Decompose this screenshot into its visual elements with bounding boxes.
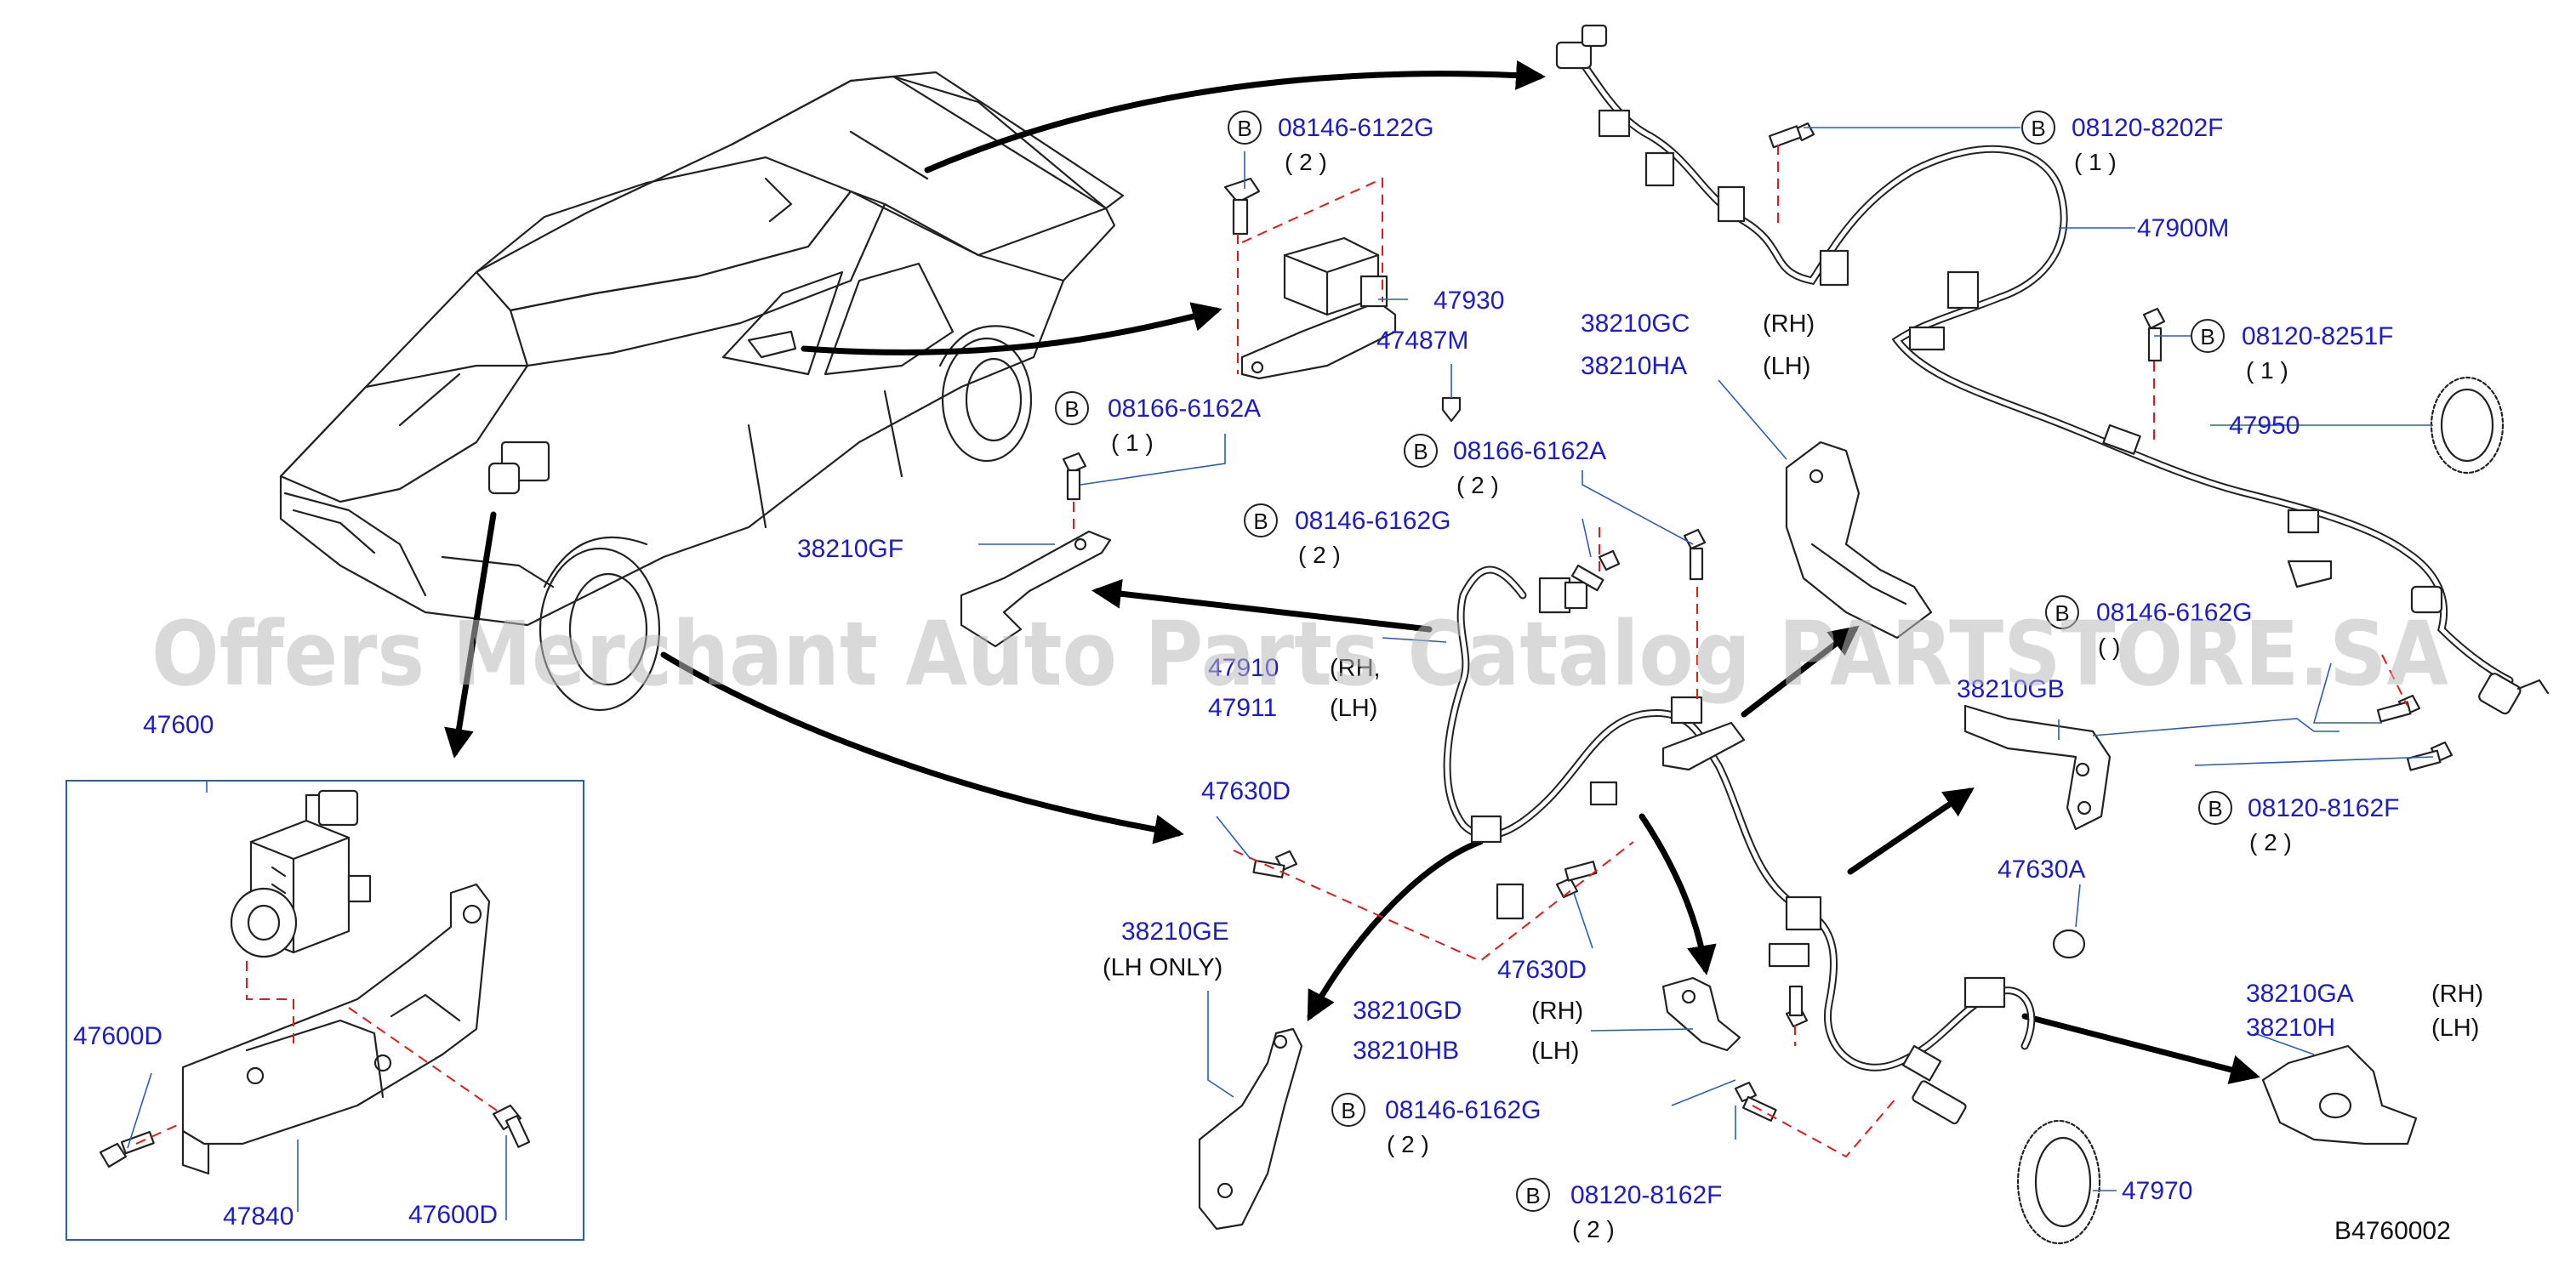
- label-38210gd: 38210GD: [1353, 997, 1462, 1025]
- label-08120-8251f: 08120-8251F: [2242, 322, 2393, 350]
- qty-08146-6162g-right: ( ): [2098, 634, 2120, 660]
- label-47910: 47910: [1208, 654, 1279, 682]
- bracket-38210gf: [960, 452, 1112, 648]
- svg-text:B: B: [1237, 116, 1251, 141]
- svg-text:B: B: [1413, 439, 1428, 464]
- label-47911: 47911: [1208, 694, 1277, 722]
- qty-08120-8162f-right: ( 2 ): [2249, 829, 2292, 856]
- side-38210ga: (RH): [2431, 981, 2483, 1008]
- bracket-38210gc: [1785, 441, 1933, 640]
- svg-text:B: B: [2200, 324, 2214, 350]
- part-labels: 47600 47600D 47600D 47840 08146-6122G ( …: [73, 114, 2483, 1242]
- label-08166-6162a-left: 08166-6162A: [1108, 395, 1261, 423]
- watermark: Offers Merchant Auto Parts Catalog PARTS…: [151, 602, 2448, 706]
- bracket-38210ge: [1198, 1027, 1303, 1231]
- tone-ring-47970: [2016, 1119, 2101, 1245]
- label-08146-6122g: 08146-6122G: [1278, 114, 1434, 142]
- qty-08166-6162a-left: ( 1 ): [1111, 429, 1154, 456]
- svg-text:B: B: [1525, 1183, 1540, 1208]
- side-38210gc: (RH): [1763, 310, 1815, 338]
- side-47911: (LH): [1330, 695, 1377, 722]
- pickup-truck-illustration: [279, 71, 1125, 712]
- diagram-id: B4760002: [2334, 1217, 2451, 1245]
- leader-lines: [127, 127, 2434, 1220]
- label-47970: 47970: [2122, 1177, 2192, 1205]
- qty-08166-6162a-right: ( 2 ): [1456, 472, 1499, 498]
- label-47930: 47930: [1433, 287, 1504, 315]
- svg-text:B: B: [2055, 600, 2069, 626]
- bracket-38210gd: [1661, 976, 1741, 1052]
- svg-text:B: B: [1253, 509, 1268, 534]
- label-47600d-left: 47600D: [73, 1022, 162, 1050]
- label-38210ge: 38210GE: [1121, 918, 1229, 946]
- side-38210h: (LH): [2431, 1015, 2479, 1042]
- side-38210ha: (LH): [1763, 353, 1810, 380]
- label-47630d-top: 47630D: [1201, 777, 1291, 805]
- label-08120-8162f-right: 08120-8162F: [2248, 794, 2399, 822]
- abs-actuator-frame: [66, 780, 584, 1241]
- side-38210ge: (LH ONLY): [1103, 954, 1222, 981]
- label-47487m: 47487M: [1376, 327, 1468, 355]
- label-47600: 47600: [143, 711, 214, 739]
- bracket-38210ga: [2261, 1044, 2418, 1145]
- svg-text:B: B: [2208, 796, 2222, 821]
- rear-sensor-harness: [1555, 24, 2550, 771]
- svg-text:B: B: [1341, 1098, 1355, 1123]
- qty-08146-6122g: ( 2 ): [1285, 149, 1327, 175]
- label-38210h: 38210H: [2246, 1014, 2335, 1042]
- label-38210hb: 38210HB: [1353, 1037, 1459, 1065]
- label-38210gb: 38210GB: [1957, 675, 2065, 703]
- label-38210ha: 38210HA: [1581, 352, 1687, 380]
- label-47840: 47840: [223, 1202, 294, 1231]
- qty-08146-6162g-bottom: ( 2 ): [1387, 1131, 1429, 1157]
- label-47600d-bottom: 47600D: [408, 1201, 498, 1229]
- label-08146-6162g-top: 08146-6162G: [1295, 507, 1451, 535]
- label-47900m: 47900M: [2137, 214, 2229, 242]
- svg-text:B: B: [1064, 396, 1079, 422]
- qty-08120-8162f-bottom: ( 2 ): [1572, 1216, 1615, 1242]
- label-08146-6162g-right: 08146-6162G: [2096, 599, 2253, 627]
- abs-actuator-assembly: [99, 789, 531, 1175]
- label-47630a: 47630A: [1998, 856, 2085, 884]
- svg-text:B: B: [2031, 116, 2045, 141]
- side-38210hb: (LH): [1531, 1037, 1579, 1065]
- bolt-symbols: B B B B B B B B B B: [1055, 111, 2232, 1212]
- tone-ring-47950: [2430, 376, 2505, 475]
- label-38210ga: 38210GA: [2246, 980, 2354, 1008]
- label-47630d-bottom: 47630D: [1497, 956, 1587, 984]
- label-38210gc: 38210GC: [1581, 310, 1690, 338]
- side-47910: (RH,: [1330, 655, 1381, 682]
- bracket-38210gb: [1963, 704, 2112, 831]
- qty-08120-8202f: ( 1 ): [2074, 149, 2117, 175]
- front-sensor-harness: [1233, 527, 2086, 1158]
- label-08120-8162f-bottom: 08120-8162F: [1570, 1181, 1722, 1209]
- label-47950: 47950: [2229, 412, 2300, 440]
- qty-08120-8251f: ( 1 ): [2246, 357, 2288, 384]
- side-38210gd: (RH): [1531, 998, 1583, 1025]
- qty-08146-6162g-top: ( 2 ): [1298, 542, 1341, 568]
- yaw-sensor-assembly: [1223, 177, 1462, 423]
- label-08166-6162a-right: 08166-6162A: [1453, 437, 1606, 465]
- label-08146-6162g-bottom: 08146-6162G: [1385, 1096, 1542, 1124]
- label-38210gf: 38210GF: [797, 535, 903, 563]
- location-arrows: [444, 60, 2260, 1084]
- label-08120-8202f: 08120-8202F: [2072, 114, 2223, 142]
